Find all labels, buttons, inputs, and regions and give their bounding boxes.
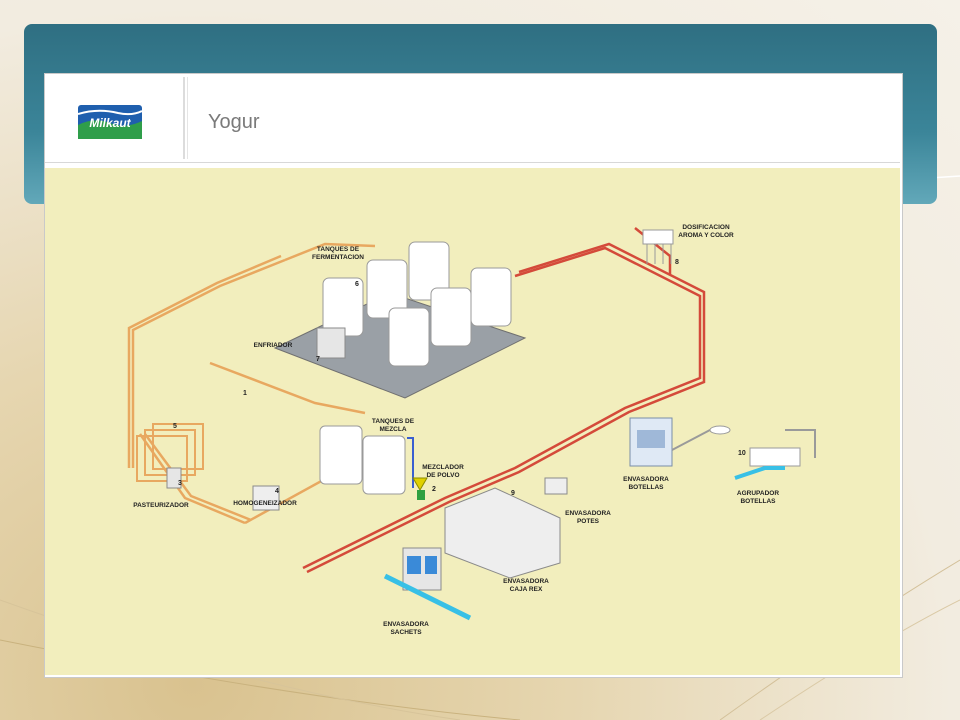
caja-rex-filler xyxy=(444,487,561,579)
label-mezclador-polvo: MEZCLADOR DE POLVO xyxy=(422,464,464,479)
marker-1: 1 xyxy=(243,390,247,397)
marker-5: 5 xyxy=(173,423,177,430)
label-pasteurizador: PASTEURIZADOR xyxy=(133,502,189,509)
marker-2: 2 xyxy=(432,486,436,493)
orange-pipes xyxy=(127,242,376,525)
bottle-grouper xyxy=(749,447,801,467)
marker-8: 8 xyxy=(675,259,679,266)
label-envasadora-caja-rex: ENVASADORA CAJA REX xyxy=(503,578,549,593)
marker-4: 4 xyxy=(275,488,279,495)
sachets-conveyor xyxy=(383,573,472,621)
pots-filler xyxy=(544,477,568,495)
marker-6: 6 xyxy=(355,281,359,288)
milkaut-logo: Milkaut xyxy=(78,105,142,139)
label-tanques-mezcla: TANQUES DE MEZCLA xyxy=(371,418,415,433)
mixing-tanks xyxy=(319,425,414,495)
label-envasadora-sachets: ENVASADORA SACHETS xyxy=(383,621,429,636)
label-agrupador-botellas: AGRUPADOR BOTELLAS xyxy=(736,490,780,505)
marker-7: 7 xyxy=(316,356,320,363)
cooler-unit xyxy=(316,327,346,359)
plant-drawing xyxy=(127,227,816,621)
label-tanques-fermentacion: TANQUES DE FERMENTACION xyxy=(312,246,364,261)
yogurt-plant-diagram: TANQUES DE FERMENTACION ENFRIADOR DOSIFI… xyxy=(45,168,900,675)
homogenizer xyxy=(252,485,280,511)
marker-3: 3 xyxy=(178,480,182,487)
marker-9: 9 xyxy=(511,490,515,497)
label-envasadora-potes: ENVASADORA POTES xyxy=(565,510,611,525)
fermentation-tanks xyxy=(322,241,512,367)
document-panel: Milkaut Yogur xyxy=(44,73,903,678)
page-header: Milkaut Yogur xyxy=(45,74,900,163)
label-dosificacion: DOSIFICACION AROMA Y COLOR xyxy=(678,224,734,239)
label-homogeneizador: HOMOGENEIZADOR xyxy=(233,500,297,507)
powder-mixer xyxy=(412,477,428,491)
marker-10: 10 xyxy=(738,450,746,457)
label-enfriador: ENFRIADOR xyxy=(253,342,293,349)
page-title: Yogur xyxy=(208,111,260,133)
logo-text: Milkaut xyxy=(89,116,131,130)
title-container: Yogur xyxy=(187,77,898,159)
dosification-unit xyxy=(642,229,674,264)
logo-container: Milkaut xyxy=(47,77,185,159)
label-envasadora-botellas: ENVASADORA BOTELLAS xyxy=(623,476,669,491)
